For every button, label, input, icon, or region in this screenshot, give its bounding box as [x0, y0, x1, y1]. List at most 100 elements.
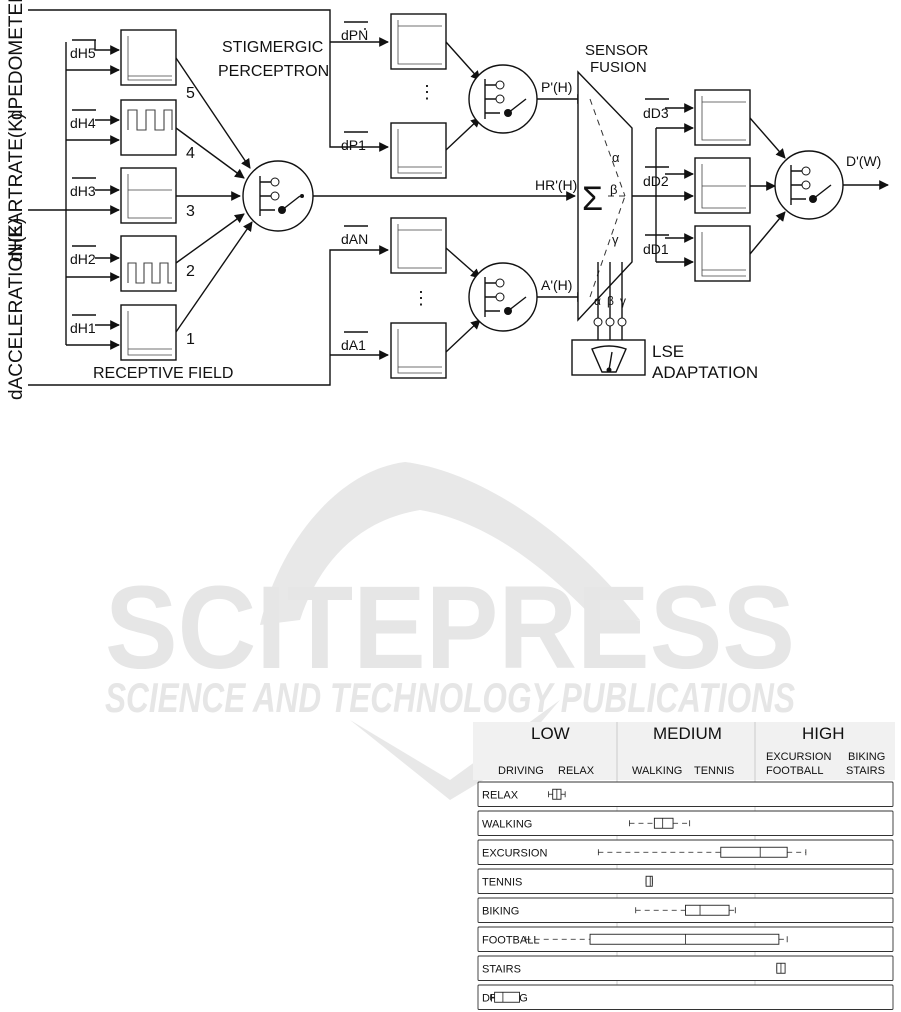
boxplot-row	[477, 781, 894, 807]
stigmergic-perceptron-node	[242, 160, 314, 232]
boxplot-box	[494, 991, 520, 1003]
membership-box-p1	[390, 122, 447, 179]
threshold-d3: dD3	[643, 105, 669, 121]
col-label-relax: RELAX	[558, 765, 595, 777]
fusion-title-line2: FUSION	[590, 59, 647, 76]
lse-label-line2: ADAPTATION	[652, 363, 758, 382]
watermark-title: SCITEPRESS	[105, 562, 795, 694]
boxplot-row-label: WALKING	[482, 818, 532, 830]
boxplot-row	[477, 984, 894, 1010]
gauge-icon	[591, 345, 627, 373]
boxplot-row-label: RELAX	[482, 789, 519, 801]
lse-label-line1: LSE	[652, 342, 684, 361]
box-inner	[127, 36, 172, 81]
membership-box-pn	[390, 13, 447, 70]
stigmergic-title-line1: STIGMERGIC	[222, 39, 323, 56]
pedometer-ellipsis: ⋮	[418, 82, 436, 102]
membership-box-a1	[390, 322, 447, 379]
receptive-field-label: RECEPTIVE FIELD	[93, 365, 233, 382]
threshold-h5: dH5	[70, 45, 96, 61]
threshold-a1: dA1	[341, 337, 366, 353]
hr-prime-label: HR'(H)	[535, 177, 577, 193]
threshold-an: dAN	[341, 231, 368, 247]
membership-box-an	[390, 217, 447, 274]
threshold-h1: dH1	[70, 320, 96, 336]
boxplot-box	[653, 817, 674, 829]
square-wave-h2	[127, 262, 172, 284]
acceleration-wire	[28, 245, 389, 386]
threshold-pn: dPN	[341, 27, 368, 43]
boxplot-header-bg	[473, 722, 895, 780]
boxplot-row	[477, 868, 894, 894]
rf-number-2: 2	[186, 263, 195, 280]
lse-alpha: α	[594, 294, 601, 308]
membership-box-h3	[120, 167, 177, 224]
level-low: LOW	[531, 724, 570, 743]
fusion-alpha: α	[612, 150, 620, 165]
architecture-diagram: dPEDOMETER(K) dHEARTRATE(K) dACCELERATIO…	[6, 0, 889, 400]
boxplot-rows: RELAXWALKINGEXCURSIONTENNISBIKINGFOOTBAL…	[477, 781, 894, 1010]
input-pedometer-label: dPEDOMETER(K)	[6, 0, 27, 120]
stigmergic-title-line2: PERCEPTRON	[218, 63, 329, 80]
rf-to-perceptron-2	[175, 213, 245, 264]
lse-gamma: γ	[620, 294, 626, 308]
fusion-gamma: γ	[612, 232, 619, 247]
boxplot-box	[645, 875, 653, 887]
output-stage: dD3 dD2 dD1 D'(W)	[632, 89, 889, 282]
rf-to-perceptron-1	[175, 221, 253, 333]
col-label-stairs: STAIRS	[846, 765, 885, 777]
fusion-title-line1: SENSOR	[585, 42, 649, 59]
input-acceleration-label: dACCELERATION(K)	[6, 218, 27, 400]
pedometer-wire	[28, 9, 389, 152]
boxplot-row	[477, 839, 894, 865]
rf-to-perceptron-4	[175, 127, 245, 179]
boxplot-box	[685, 904, 730, 916]
boxplot-row	[477, 955, 894, 981]
acceleration-branch: dAN dA1 ⋮ A'(H)	[341, 217, 587, 379]
boxplot-box	[589, 933, 780, 945]
membership-box-h1	[120, 304, 177, 361]
acceleration-ellipsis: ⋮	[412, 288, 430, 308]
col-label-biking: BIKING	[848, 751, 885, 763]
col-label-driving: DRIVING	[498, 765, 544, 777]
threshold-d2: dD2	[643, 173, 669, 189]
membership-box-h4	[120, 99, 177, 156]
output-label: D'(W)	[846, 153, 881, 169]
sum-symbol: Σ	[582, 180, 603, 218]
threshold-h2: dH2	[70, 251, 96, 267]
col-label-tennis: TENNIS	[694, 765, 734, 777]
input-heartrate-label: dHEARTRATE(K)	[6, 113, 27, 262]
p-prime-label: P'(H)	[541, 79, 572, 95]
boxplot-row-label: BIKING	[482, 905, 519, 917]
threshold-h4: dH4	[70, 115, 96, 131]
fusion-beta: β	[610, 182, 617, 197]
membership-box-d3	[694, 89, 751, 146]
col-label-football: FOOTBALL	[766, 765, 823, 777]
boxplot-row-label: EXCURSION	[482, 847, 547, 859]
rf-to-perceptron-5	[175, 57, 251, 169]
watermark: SCITEPRESS SCIENCE AND TECHNOLOGY PUBLIC…	[105, 462, 795, 800]
boxplot-row-label: STAIRS	[482, 963, 521, 975]
square-wave-h4	[127, 109, 173, 131]
activity-boxplot: LOW MEDIUM HIGH DRIVING RELAX WALKING TE…	[473, 722, 895, 1010]
watermark-logo-lower	[350, 700, 560, 800]
rf-number-4: 4	[186, 145, 195, 162]
watermark-subtitle: SCIENCE AND TECHNOLOGY PUBLICATIONS	[105, 674, 795, 721]
membership-box-d1	[694, 225, 751, 282]
level-high: HIGH	[802, 724, 845, 743]
level-medium: MEDIUM	[653, 724, 722, 743]
col-label-walking: WALKING	[632, 765, 682, 777]
receptive-field: dH5 dH4 dH3 dH2 dH1	[66, 29, 253, 361]
sensor-fusion-block: SENSOR FUSION Σ α β γ HR'(H) α β γ LSE A…	[535, 42, 758, 382]
boxplot-row-label: TENNIS	[482, 876, 522, 888]
watermark-logo	[260, 462, 640, 625]
rf-wire-5b	[94, 40, 120, 55]
rf-number-1: 1	[186, 331, 195, 348]
box-inner	[127, 311, 172, 356]
col-label-excursion: EXCURSION	[766, 751, 831, 763]
a-prime-label: A'(H)	[541, 277, 572, 293]
boxplot-box	[720, 846, 788, 858]
box-inner	[127, 174, 172, 219]
pedometer-branch: dPN dP1 ⋮ P'(H)	[341, 13, 587, 179]
